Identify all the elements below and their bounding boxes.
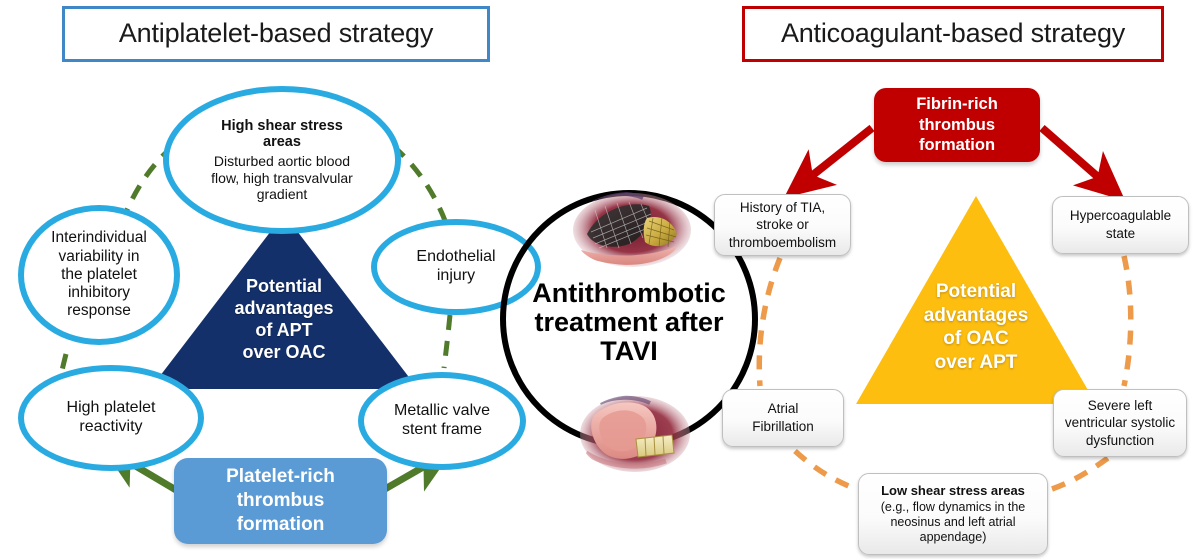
- label-line-1: Metallic valve: [393, 402, 491, 420]
- left-triangle-line-2: advantages: [234, 297, 334, 318]
- right-triangle-label: Potential advantages of OAC over APT: [856, 280, 1096, 374]
- right-triangle-line-3: of OAC: [943, 328, 1009, 350]
- label-line-1: Severe left: [1087, 397, 1153, 413]
- node-hypercoagulable-state[interactable]: Hypercoagulable state: [1052, 196, 1189, 254]
- label-line-3: dysfunction: [1085, 432, 1155, 448]
- detail-line-3: gradient: [256, 185, 308, 202]
- label-line-2: state: [1105, 226, 1136, 241]
- outcome-platelet-rich-label: Platelet-rich thrombus formation: [226, 465, 335, 536]
- right-triangle-line-2: advantages: [923, 304, 1029, 326]
- header-antiplatelet-strategy-label: Antiplatelet-based strategy: [118, 18, 434, 49]
- label-line-2: Fibrillation: [752, 419, 814, 434]
- left-triangle-line-3: of APT: [255, 319, 313, 340]
- label-line-1: Interindividual: [51, 229, 147, 247]
- outcome-platelet-rich-thrombus-formation[interactable]: Platelet-rich thrombus formation: [174, 458, 387, 544]
- node-high-shear-stress-areas-heading: High shear stress areas: [221, 118, 343, 150]
- label-line-1: (e.g., flow dynamics in the: [880, 499, 1026, 514]
- label-line-2: ventricular systolic: [1064, 415, 1176, 431]
- node-high-platelet-reactivity-label: High platelet reactivity: [67, 399, 156, 437]
- left-triangle-line-1: Potential: [245, 276, 322, 296]
- outcome-fibrin-rich-thrombus-formation[interactable]: Fibrin-rich thrombus formation: [874, 88, 1040, 162]
- node-interindividual-variability[interactable]: Interindividual variability in the plate…: [18, 205, 180, 345]
- node-endothelial-injury-label: Endothelial injury: [416, 248, 495, 286]
- left-triangle: Potential advantages of APT over OAC: [150, 214, 418, 389]
- left-triangle-label: Potential advantages of APT over OAC: [150, 276, 418, 364]
- node-low-shear-stress-areas[interactable]: Low shear stress areas (e.g., flow dynam…: [858, 473, 1048, 555]
- label-line-1: Platelet-rich: [226, 466, 335, 488]
- heading-line-2: areas: [263, 134, 301, 151]
- label-line-2: stent frame: [401, 421, 483, 438]
- label-line-3: the platelet: [61, 265, 137, 283]
- label-line-2: reactivity: [79, 418, 143, 435]
- label-heading: Low shear stress areas: [881, 482, 1025, 498]
- right-triangle-line-4: over APT: [934, 351, 1018, 373]
- label-line-2: thrombus: [918, 115, 996, 134]
- label-line-2: stroke or: [756, 217, 809, 233]
- node-metallic-valve-stent-frame-label: Metallic valve stent frame: [394, 402, 490, 440]
- left-triangle-line-4: over OAC: [242, 341, 326, 362]
- label-line-3: thromboembolism: [728, 234, 837, 250]
- label-line-3: formation: [918, 136, 996, 155]
- detail-line-1: Disturbed aortic blood: [213, 153, 351, 170]
- label-line-1: Atrial: [767, 401, 799, 417]
- label-line-3: appendage): [919, 530, 987, 545]
- label-line-1: History of TIA,: [739, 199, 826, 215]
- right-triangle-line-1: Potential: [935, 281, 1017, 302]
- implanted-bioprosthetic-valve-icon: [580, 395, 690, 473]
- transcatheter-valve-stent-frame-icon: [573, 192, 691, 268]
- heading-line-1: High shear stress: [221, 117, 343, 134]
- center-title: Antithrombotic treatment after TAVI: [505, 278, 753, 367]
- node-high-shear-stress-areas-detail: Disturbed aortic blood flow, high transv…: [211, 153, 353, 202]
- label-line-5: response: [67, 302, 131, 320]
- node-severe-left-ventricular-systolic-dysfunction[interactable]: Severe left ventricular systolic dysfunc…: [1053, 389, 1187, 457]
- node-history-of-tia-stroke-thromboembolism[interactable]: History of TIA, stroke or thromboembolis…: [714, 194, 851, 256]
- label-line-1: Fibrin-rich: [916, 95, 998, 114]
- outcome-fibrin-rich-label: Fibrin-rich thrombus formation: [916, 94, 998, 156]
- label-line-2: thrombus: [236, 490, 325, 512]
- node-high-shear-stress-areas[interactable]: High shear stress areas Disturbed aortic…: [163, 86, 401, 234]
- header-anticoagulant-strategy: Anticoagulant-based strategy: [742, 6, 1164, 62]
- label-line-4: inhibitory: [67, 284, 131, 302]
- center-title-line-1: Antithrombotic: [532, 278, 726, 308]
- node-high-platelet-reactivity[interactable]: High platelet reactivity: [18, 365, 204, 471]
- center-title-line-2: treatment after: [534, 307, 724, 338]
- node-metallic-valve-stent-frame[interactable]: Metallic valve stent frame: [358, 372, 526, 470]
- header-antiplatelet-strategy: Antiplatelet-based strategy: [62, 6, 490, 62]
- header-anticoagulant-strategy-label: Anticoagulant-based strategy: [780, 18, 1126, 49]
- node-atrial-fibrillation[interactable]: Atrial Fibrillation: [722, 389, 844, 447]
- center-title-line-3: TAVI: [600, 336, 658, 367]
- label-line-2: neosinus and left atrial: [890, 514, 1016, 529]
- label-line-3: formation: [236, 513, 325, 535]
- label-line-2: variability in: [58, 247, 140, 265]
- label-line-1: Endothelial: [416, 248, 496, 266]
- label-line-1: Hypercoagulable: [1069, 208, 1172, 224]
- node-interindividual-variability-label: Interindividual variability in the plate…: [51, 229, 147, 320]
- label-line-1: High platelet: [66, 399, 156, 417]
- label-line-2: injury: [436, 267, 476, 284]
- detail-line-2: flow, high transvalvular: [211, 169, 353, 186]
